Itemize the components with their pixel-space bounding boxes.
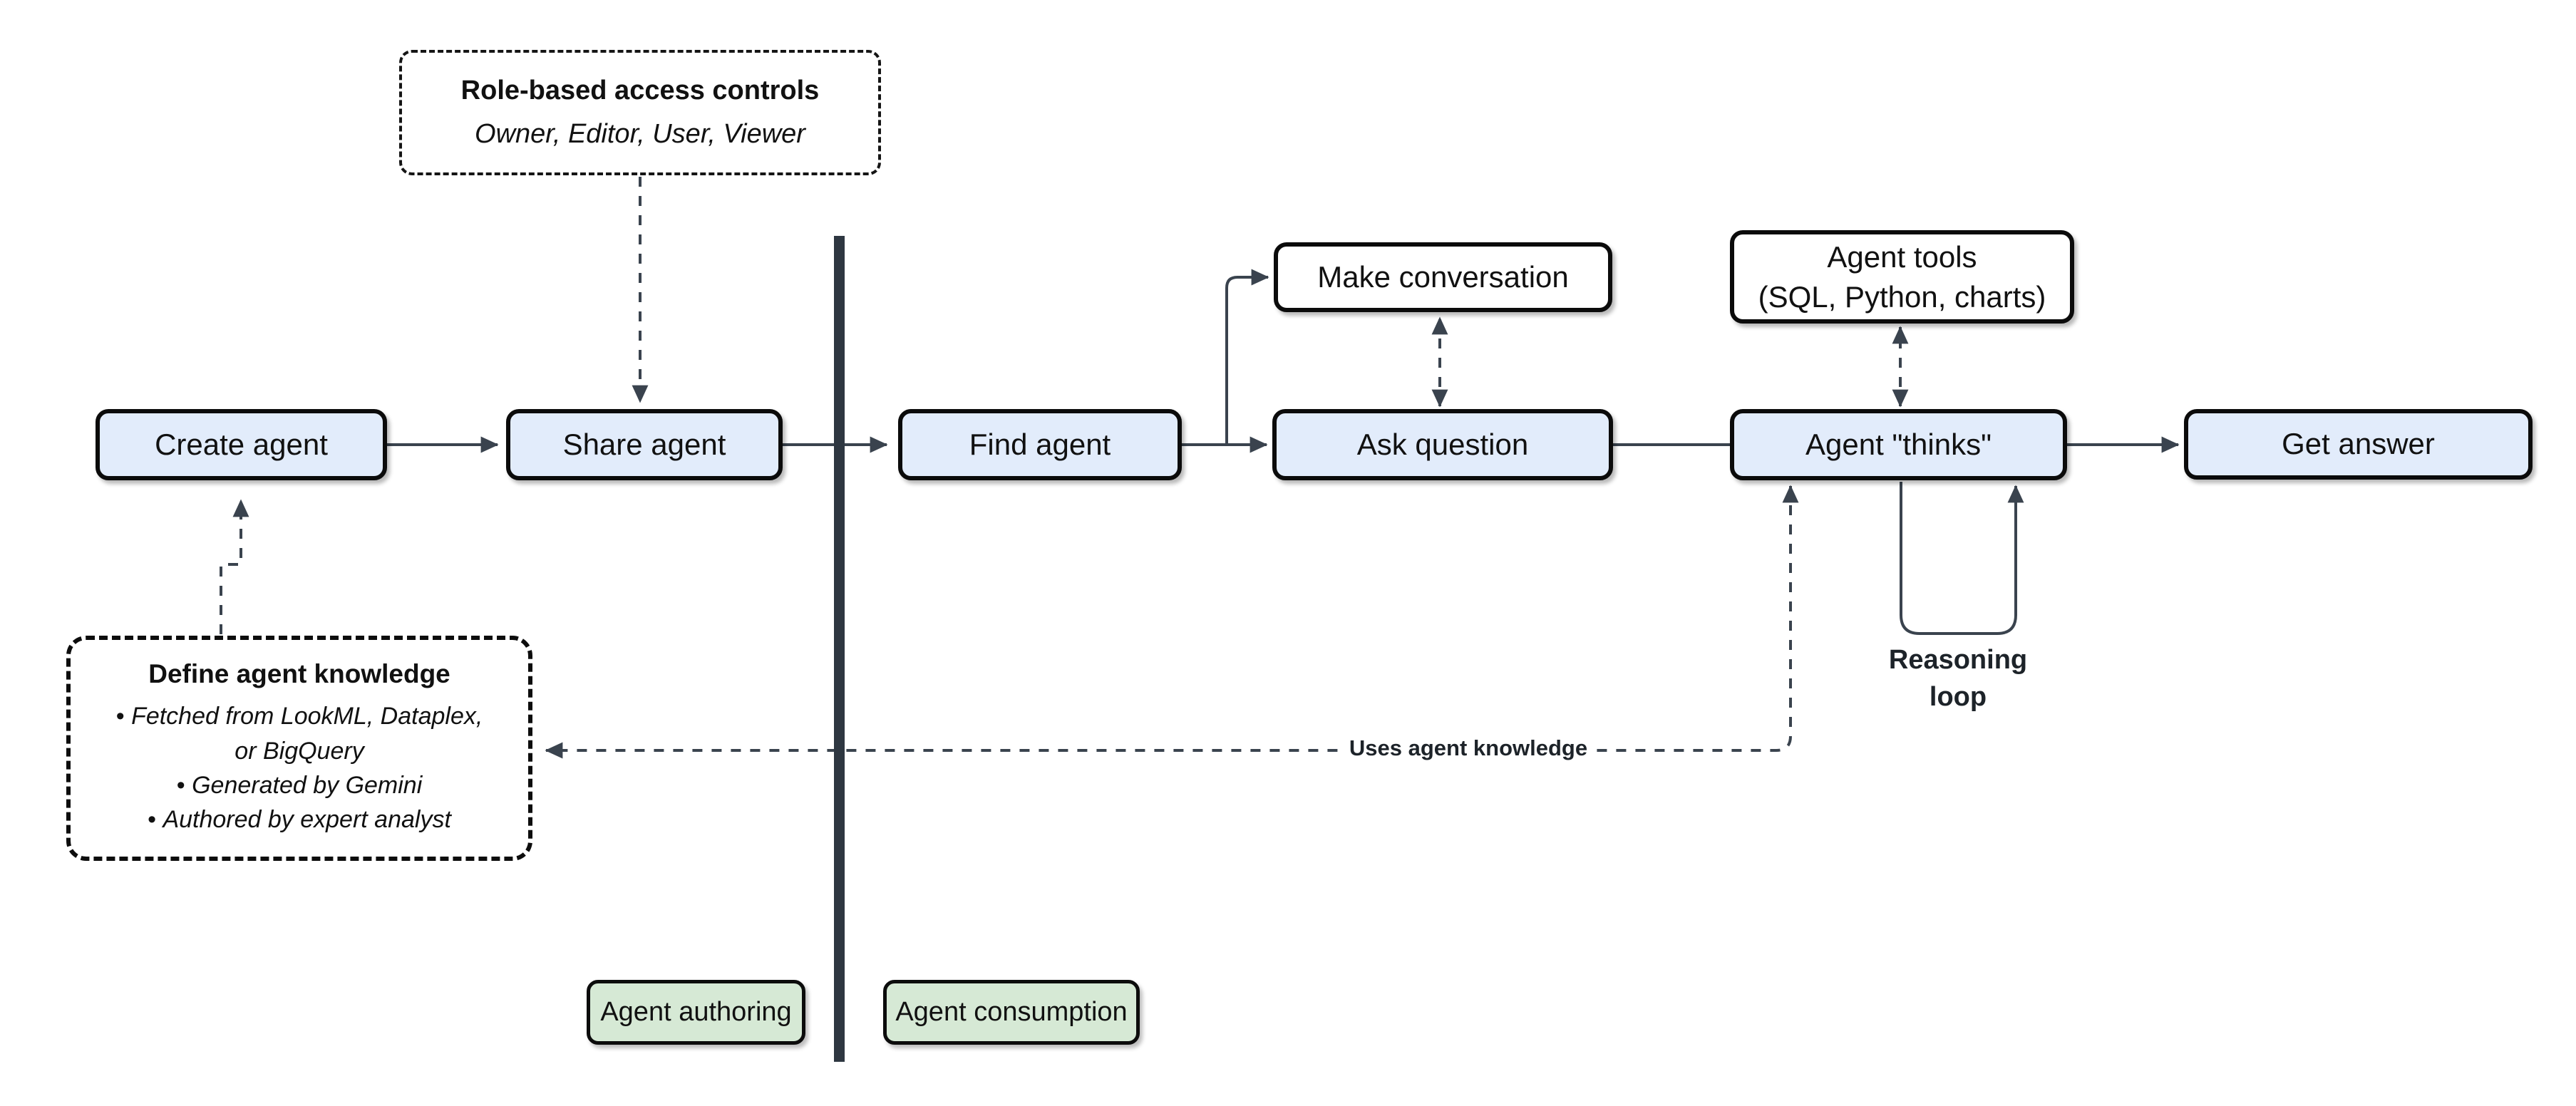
note-rbac-title: Role-based access controls bbox=[460, 76, 820, 105]
node-get-answer-label: Get answer bbox=[2282, 427, 2435, 461]
knowledge-bullet: Fetched from LookML, Dataplex, or BigQue… bbox=[107, 699, 492, 768]
reasoning-loop-line2: loop bbox=[1929, 682, 1987, 712]
node-create-agent: Create agent bbox=[96, 409, 387, 480]
edge-label-reasoning-loop: Reasoning loop bbox=[1851, 641, 2065, 715]
node-make-conversation: Make conversation bbox=[1274, 242, 1612, 312]
lane-badge-agent-consumption: Agent consumption bbox=[883, 980, 1140, 1045]
edge-find-to-make-conversation bbox=[1225, 269, 1269, 445]
edge-reasoning-loop bbox=[1900, 482, 2024, 635]
node-agent-tools-line2: (SQL, Python, charts) bbox=[1758, 279, 2046, 314]
node-agent-tools-label: Agent tools (SQL, Python, charts) bbox=[1758, 237, 2046, 317]
node-agent-tools: Agent tools (SQL, Python, charts) bbox=[1730, 230, 2074, 324]
note-knowledge-title: Define agent knowledge bbox=[148, 659, 450, 689]
knowledge-bullet: Generated by Gemini bbox=[107, 768, 492, 802]
node-share-agent-label: Share agent bbox=[562, 427, 726, 461]
node-find-agent-label: Find agent bbox=[969, 427, 1111, 461]
edge-uses-knowledge-dashed bbox=[545, 485, 1799, 759]
node-agent-thinks-label: Agent "thinks" bbox=[1805, 427, 1992, 461]
note-role-based-access: Role-based access controls Owner, Editor… bbox=[399, 50, 881, 175]
node-create-agent-label: Create agent bbox=[155, 427, 328, 461]
edge-label-uses-agent-knowledge: Uses agent knowledge bbox=[1340, 731, 1597, 765]
node-ask-question-label: Ask question bbox=[1356, 427, 1529, 461]
node-get-answer: Get answer bbox=[2184, 409, 2533, 480]
note-define-agent-knowledge: Define agent knowledge Fetched from Look… bbox=[66, 636, 532, 861]
lane-consumption-label: Agent consumption bbox=[895, 997, 1128, 1027]
lane-authoring-label: Agent authoring bbox=[600, 997, 792, 1027]
reasoning-loop-line1: Reasoning bbox=[1888, 645, 2028, 675]
lane-badge-agent-authoring: Agent authoring bbox=[587, 980, 805, 1045]
knowledge-bullet: Authored by expert analyst bbox=[107, 802, 492, 837]
node-find-agent: Find agent bbox=[898, 409, 1182, 480]
note-knowledge-bullets: Fetched from LookML, Dataplex, or BigQue… bbox=[107, 699, 492, 837]
node-agent-thinks: Agent "thinks" bbox=[1730, 409, 2067, 480]
node-share-agent: Share agent bbox=[506, 409, 783, 480]
note-rbac-roles: Owner, Editor, User, Viewer bbox=[475, 119, 805, 149]
edge-knowledge-to-create-dashed bbox=[220, 499, 249, 634]
node-agent-tools-line1: Agent tools bbox=[1827, 239, 1977, 274]
lane-divider bbox=[834, 236, 845, 1062]
node-make-conversation-label: Make conversation bbox=[1317, 259, 1569, 294]
node-ask-question: Ask question bbox=[1272, 409, 1613, 480]
